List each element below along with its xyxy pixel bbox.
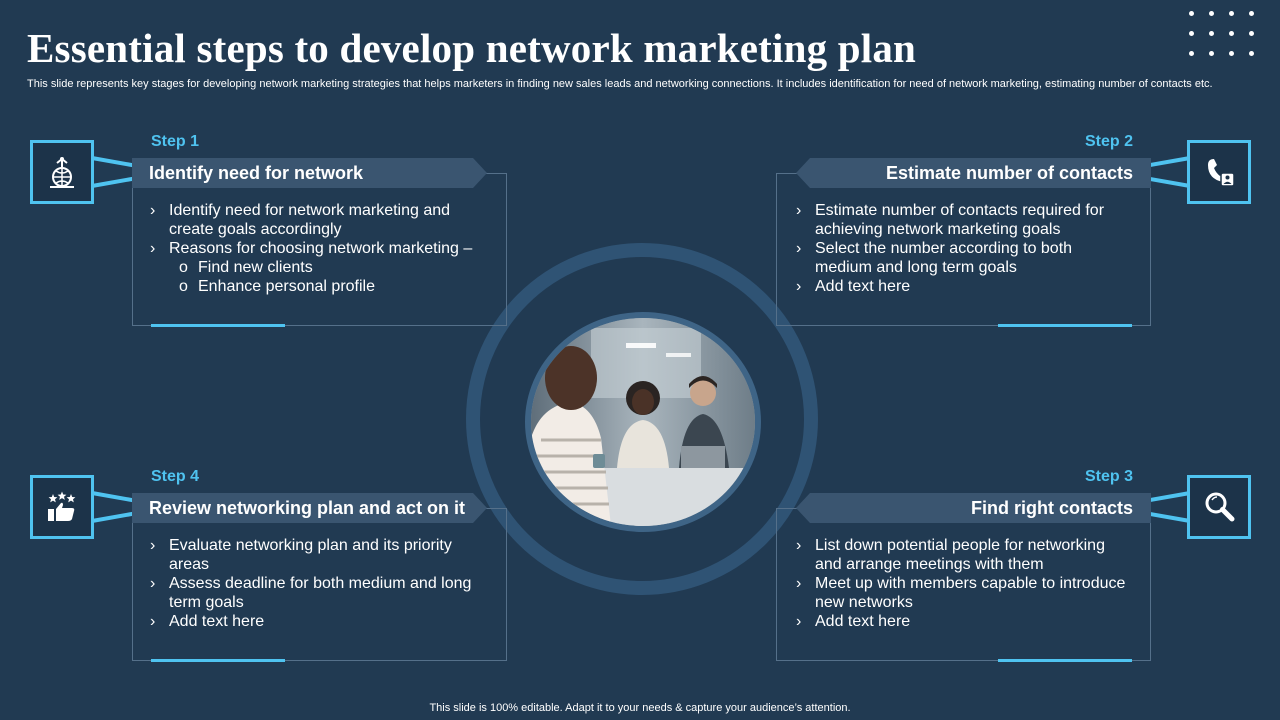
step3-label: Step 3 <box>1085 468 1134 485</box>
page-subtitle: This slide represents key stages for dev… <box>27 78 1213 90</box>
step4-bullet-1: Evaluate networking plan and its priorit… <box>150 536 500 574</box>
step2-label: Step 2 <box>1085 133 1134 150</box>
step2-bullet-2: Select the number according to both medi… <box>796 239 1146 277</box>
step4-label: Step 4 <box>151 468 200 485</box>
step4-bullet-3: Add text here <box>150 612 500 631</box>
step3-underline <box>998 659 1132 662</box>
step3-heading: Find right contacts <box>796 493 1151 523</box>
step2-icon-box <box>1187 140 1251 204</box>
decorative-dots <box>1187 8 1267 58</box>
footer-note: This slide is 100% editable. Adapt it to… <box>429 702 851 714</box>
step3-bullet-2: Meet up with members capable to introduc… <box>796 574 1146 612</box>
step1-sub-bullet-1: Find new clients <box>150 258 500 277</box>
thumbs-up-stars-icon <box>48 491 76 521</box>
step3-bullet-1: List down potential people for networkin… <box>796 536 1146 574</box>
step1-heading: Identify need for network <box>132 158 487 188</box>
network-globe-icon <box>50 157 74 188</box>
step2-heading: Estimate number of contacts <box>796 158 1151 188</box>
step4-icon-box <box>30 475 94 539</box>
step1-bullets: Identify need for network marketing and … <box>150 201 500 296</box>
step1-label: Step 1 <box>151 133 200 150</box>
step2-underline <box>998 324 1132 327</box>
meeting-photo-illustration <box>531 318 755 526</box>
step2-bullets: Estimate number of contacts required for… <box>796 201 1146 296</box>
page-title: Essential steps to develop network marke… <box>27 25 917 71</box>
step1-underline <box>151 324 285 327</box>
step1-sub-bullet-2: Enhance personal profile <box>150 277 500 296</box>
magnifier-icon <box>1205 492 1235 522</box>
step3-bullets: List down potential people for networkin… <box>796 536 1146 631</box>
step1-icon-box <box>30 140 94 204</box>
step1-bullet-1: Identify need for network marketing and … <box>150 201 500 239</box>
step3-icon-box <box>1187 475 1251 539</box>
phone-contact-icon <box>1208 159 1235 187</box>
step4-bullets: Evaluate networking plan and its priorit… <box>150 536 500 631</box>
meeting-photo <box>525 312 761 532</box>
step4-underline <box>151 659 285 662</box>
step2-bullet-3: Add text here <box>796 277 1146 296</box>
step4-bullet-2: Assess deadline for both medium and long… <box>150 574 500 612</box>
step2-bullet-1: Estimate number of contacts required for… <box>796 201 1146 239</box>
step3-bullet-3: Add text here <box>796 612 1146 631</box>
step1-bullet-2: Reasons for choosing network marketing – <box>150 239 500 258</box>
step4-heading: Review networking plan and act on it <box>132 493 487 523</box>
